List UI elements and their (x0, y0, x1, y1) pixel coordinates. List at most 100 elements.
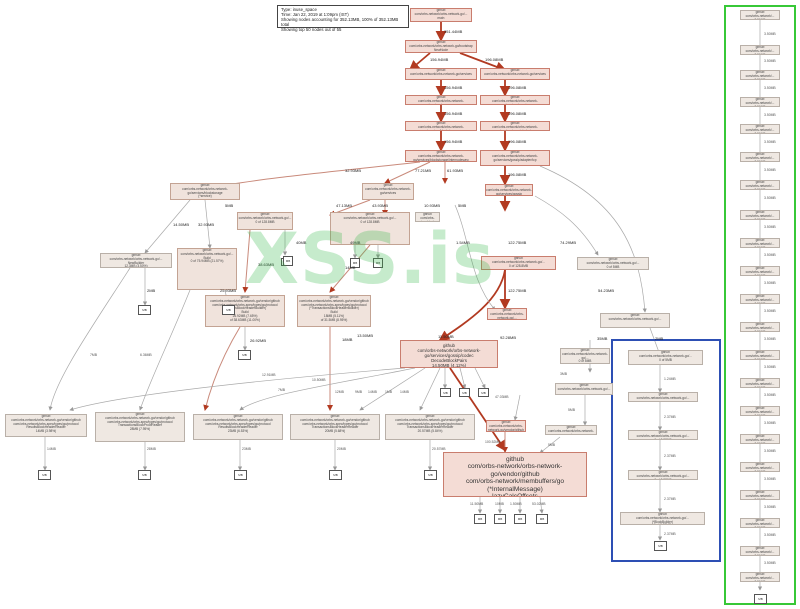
node-text-line: 26.92MB (7.65%) (232, 313, 258, 318)
edge-label: 23MB (242, 447, 251, 451)
node-text-line: com/orbs-network/orbs-network-go/... (548, 428, 594, 435)
edge-label: 12MB (335, 390, 344, 394)
node-text-line: Build (330, 310, 338, 315)
node-text-line: github (658, 392, 668, 396)
node-text-line: 0 of 5MB (606, 264, 620, 269)
node-text-line: com/orbs-network/orbs-network-go/service… (492, 124, 538, 131)
edge-m1-e7 (438, 269, 506, 341)
leaf-blue: MB (654, 541, 667, 551)
edge-label: 3MB (560, 372, 567, 376)
node-text-line: TransactionsBlockProofReader (118, 423, 162, 428)
node-text-line: (*InternalMessage) (487, 485, 543, 493)
leaf-r1: MB (38, 470, 51, 480)
node-text-line: com/orbs-network/orbs-network-go/... (636, 395, 690, 400)
node-text-line: github (658, 470, 668, 474)
node-text-line: github (504, 184, 514, 188)
node-text-line: com/orbs-network/orbs-network-go/vendor/… (11, 417, 81, 422)
node-text-line: 12.3MB (3.50%) (124, 264, 148, 268)
node-text-line: (*TransactionsBlockHeaderBuilder) (309, 306, 359, 311)
node-text-line: com/orbs-network/... (745, 521, 775, 526)
node-text-line: com/orbs-network/orbs-network-go/bootstr… (409, 43, 473, 48)
node-text-line: 3.50MB (754, 329, 766, 332)
node-e5[interactable]: githubcom/orbs-network/orbs-network-go/.… (415, 212, 440, 222)
edge-label: 14MB (47, 447, 56, 451)
edge-label: 1.54MB (456, 240, 470, 245)
edge-label: 122.75MB (508, 288, 527, 293)
edge-m2-mem (513, 394, 521, 421)
node-text-line: com/orbs-network/... (745, 127, 775, 132)
edge-d1-e2 (204, 199, 212, 249)
node-text-line: github (383, 183, 393, 187)
edge-label: 3.50MB (764, 225, 776, 229)
leaf-m1c: MB (478, 388, 489, 397)
node-text-line: github (755, 350, 765, 354)
edge-label: 1.24MB (664, 377, 676, 381)
node-text-line: com/orbs-network/... (745, 48, 775, 53)
edge-l3-r3 (203, 326, 241, 411)
node-text-line: github (510, 95, 520, 99)
edge-label: 32.93MB (345, 168, 362, 173)
edge-label: 3.50MB (764, 365, 776, 369)
